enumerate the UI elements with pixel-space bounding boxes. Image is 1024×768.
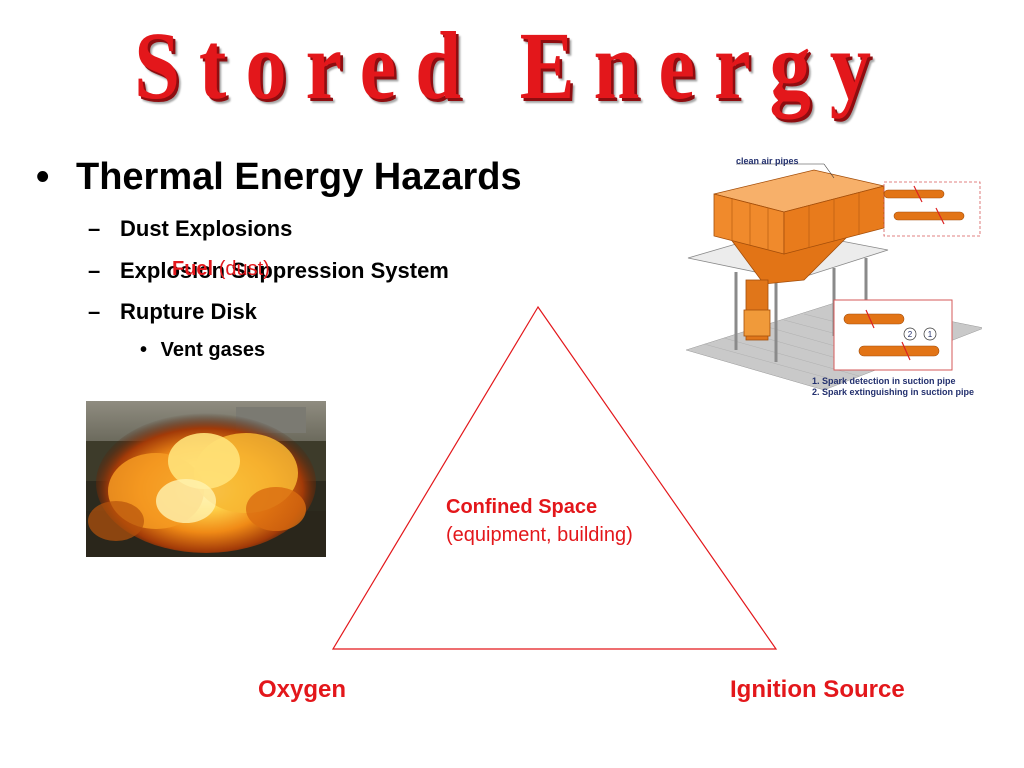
triangle-center-label: Confined Space	[446, 496, 598, 518]
triangle-fuel-label: Fuel (dust)	[172, 258, 270, 281]
subsub-bullet-vent-gases: • Vent gases	[140, 339, 265, 362]
legend-spark-detection: 1. Spark detection in suction pipe	[812, 376, 956, 386]
explosion-image	[86, 401, 326, 557]
dust-collector-diagram: 2 1 clean air pipes 1. Spark detection i…	[684, 150, 985, 400]
fuel-label: Fuel	[172, 258, 214, 280]
triangle-center-qualifier: (equipment, building)	[446, 524, 633, 546]
machine-illustration: 2 1	[685, 163, 985, 391]
triangle-ignition-label: Ignition Source	[730, 676, 905, 703]
callout-marker-1: 1	[928, 330, 933, 339]
triangle-oxygen-label: Oxygen	[258, 676, 347, 703]
explosion-photo	[86, 401, 326, 557]
clean-air-pipes-label: clean air pipes	[736, 156, 799, 166]
subsub-bullet-text: Vent gases	[160, 339, 266, 361]
bullet-dot: •	[140, 339, 148, 361]
bullet-main-text: Thermal Energy Hazards	[76, 156, 522, 198]
dash-marker: –	[88, 216, 101, 241]
fuel-qualifier: (dust)	[218, 258, 270, 280]
bullet-dot: •	[36, 156, 50, 198]
legend-spark-extinguishing: 2. Spark extinguishing in suction pipe	[812, 387, 975, 397]
dash-marker: –	[88, 299, 101, 324]
sub-bullet-text: Dust Explosions	[120, 216, 293, 241]
dash-marker: –	[88, 258, 101, 283]
sub-bullet-text: Explosion Suppression System	[120, 258, 449, 283]
callout-marker-2: 2	[908, 330, 913, 339]
slide-title: Stored Energy	[134, 12, 890, 119]
sub-bullet-text: Rupture Disk	[120, 299, 257, 324]
triangle-outline	[331, 305, 778, 650]
